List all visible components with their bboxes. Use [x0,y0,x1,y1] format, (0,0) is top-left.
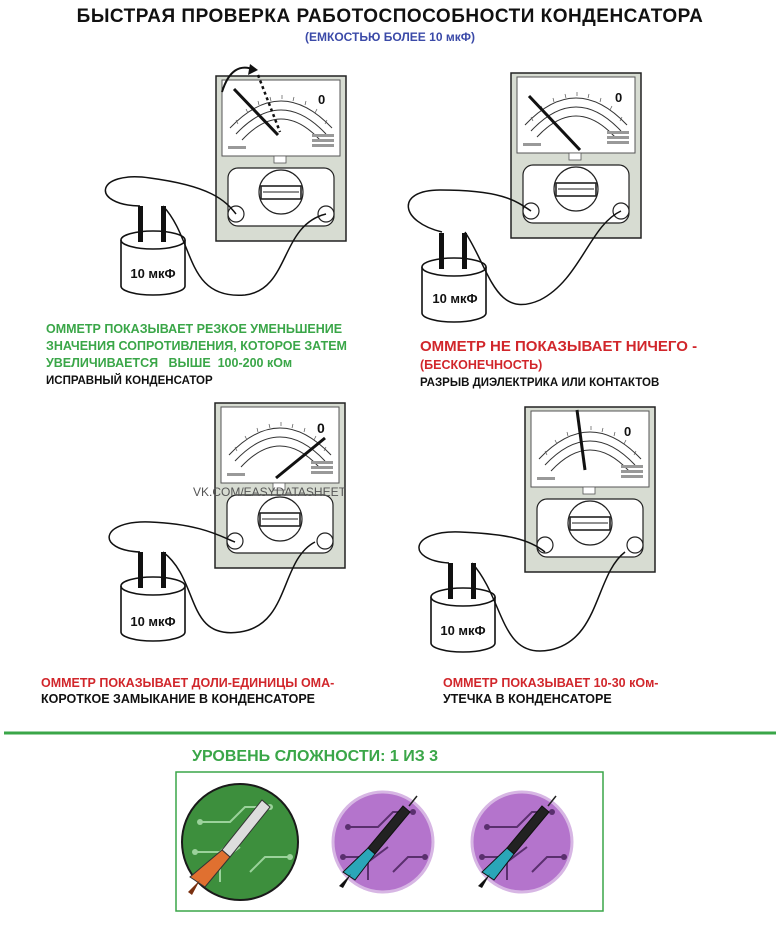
probe-wire-right [162,205,327,296]
probe-wire-left [108,521,236,553]
meter-needle [575,409,587,471]
meter-good: 0 [215,64,347,242]
probe-wire-right [471,551,626,652]
difficulty-badge-3-inactive [470,790,574,894]
probe-wire-left [104,176,237,215]
watermark: VK.COM/EASYDATASHEET [193,485,346,499]
probe-wire-right [464,210,622,306]
meter-needle [232,87,280,137]
capacitor-label: 10 мкФ [130,266,175,281]
caption-leak-verdict: УТЕЧКА В КОНДЕНСАТОРЕ [443,692,612,706]
caption-line: ОММЕТР ПОКАЗЫВАЕТ РЕЗКОЕ УМЕНЬШЕНИЕ [46,322,343,336]
capacitor-leak: 10 мкФ [430,562,496,653]
meter-needle [275,436,326,480]
probe-wire-left [407,189,532,233]
difficulty-badge-1-active [181,783,299,901]
capacitor-label: 10 мкФ [130,614,175,629]
caption-good-description: ОММЕТР ПОКАЗЫВАЕТ РЕЗКОЕ УМЕНЬШЕНИЕ ЗНАЧ… [46,321,347,372]
caption-short-verdict: КОРОТКОЕ ЗАМЫКАНИЕ В КОНДЕНСАТОРЕ [41,692,316,706]
page-title: БЫСТРАЯ ПРОВЕРКА РАБОТОСПОСОБНОСТИ КОНДЕ… [76,6,704,27]
caption-open-line1: ОММЕТР НЕ ПОКАЗЫВАЕТ НИЧЕГО - [420,338,698,355]
zero-mark: 0 [318,92,325,107]
caption-short-line1: ОММЕТР ПОКАЗЫВАЕТ ДОЛИ-ЕДИНИЦЫ ОМА- [41,676,335,690]
capacitor-short: 10 мкФ [120,551,186,642]
difficulty-badge-2-inactive [331,790,435,894]
caption-line: УВЕЛИЧИВАЕТСЯ ВЫШЕ 100-200 кОм [46,356,293,370]
meter-short: 0 [214,402,346,569]
capacitor-label: 10 мкФ [440,623,485,638]
capacitor-good: 10 мкФ [120,205,186,296]
meter-needle [527,94,582,152]
capacitor-label: 10 мкФ [432,291,477,306]
caption-line: ЗНАЧЕНИЯ СОПРОТИВЛЕНИЯ, КОТОРОЕ ЗАТЕМ [46,339,347,353]
zero-mark: 0 [615,90,622,105]
caption-leak-line1: ОММЕТР ПОКАЗЫВАЕТ 10-30 кОм- [443,676,659,690]
meter-open: 0 [510,72,642,239]
probe-wire-left [418,531,546,564]
caption-good-verdict: ИСПРАВНЫЙ КОНДЕНСАТОР [46,375,213,387]
page-subtitle: (ЕМКОСТЬЮ БОЛЕЕ 10 мкФ) [305,30,475,44]
caption-open-line2: (БЕСКОНЕЧНОСТЬ) [420,358,543,372]
meter-leak: 0 [524,406,656,573]
zero-mark: 0 [624,424,631,439]
zero-mark: 0 [317,420,325,436]
needle-motion-dotted [256,74,282,133]
caption-open-verdict: РАЗРЫВ ДИЭЛЕКТРИКА ИЛИ КОНТАКТОВ [420,377,660,389]
probe-wire-right [162,541,316,634]
difficulty-label: УРОВЕНЬ СЛОЖНОСТИ: 1 ИЗ 3 [192,748,439,765]
capacitor-open: 10 мкФ [421,232,487,323]
